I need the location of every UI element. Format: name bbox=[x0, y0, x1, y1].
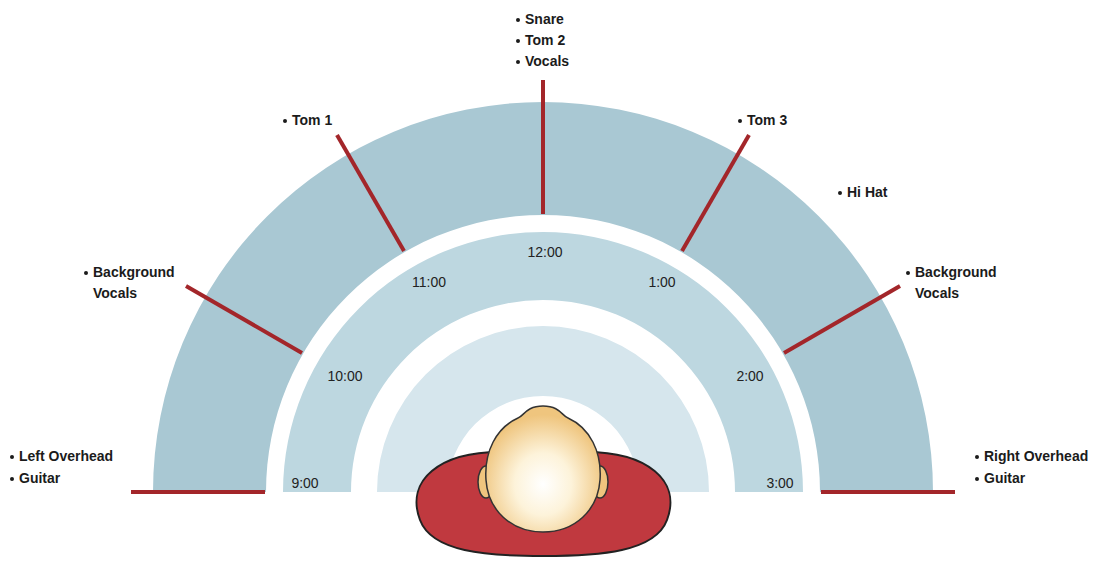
bullet bbox=[10, 477, 14, 481]
instrument-label: Left Overhead bbox=[10, 446, 113, 467]
head bbox=[486, 406, 600, 532]
pan-marker bbox=[337, 135, 404, 251]
clock-position: 9:00 bbox=[291, 473, 318, 494]
instrument-label: Tom 2 bbox=[516, 30, 565, 51]
label-text: Right Overhead bbox=[984, 446, 1088, 467]
pan-marker bbox=[821, 490, 955, 494]
pan-marker bbox=[186, 286, 302, 353]
bullet bbox=[10, 455, 14, 459]
instrument-label: Tom 3 bbox=[738, 110, 787, 131]
instrument-label: Background Vocals bbox=[84, 262, 180, 304]
instrument-label: Background Vocals bbox=[906, 262, 1002, 304]
bullet bbox=[738, 119, 742, 123]
label-text: Guitar bbox=[19, 468, 60, 489]
instrument-label: Guitar bbox=[10, 468, 60, 489]
clock-text: 11:00 bbox=[412, 272, 446, 293]
instrument-label: Tom 1 bbox=[283, 110, 332, 131]
bullet bbox=[516, 18, 520, 22]
bullet bbox=[516, 60, 520, 64]
label-text: Snare bbox=[525, 9, 564, 30]
clock-text: 2:00 bbox=[736, 366, 763, 387]
label-text: Tom 3 bbox=[747, 110, 787, 131]
label-text: Hi Hat bbox=[847, 182, 887, 203]
label-text: Vocals bbox=[525, 51, 569, 72]
label-text: Background Vocals bbox=[915, 262, 1002, 304]
bullet bbox=[838, 191, 842, 195]
bullet bbox=[283, 119, 287, 123]
clock-position: 2:00 bbox=[736, 366, 763, 387]
bullet bbox=[906, 271, 910, 275]
instrument-label: Vocals bbox=[516, 51, 569, 72]
clock-position: 12:00 bbox=[527, 242, 562, 263]
pan-marker bbox=[682, 135, 749, 251]
instrument-label: Hi Hat bbox=[838, 182, 887, 203]
label-text: Background Vocals bbox=[93, 262, 180, 304]
clock-text: 1:00 bbox=[648, 272, 675, 293]
bullet bbox=[516, 39, 520, 43]
pan-marker bbox=[131, 490, 265, 494]
bullet bbox=[975, 455, 979, 459]
pan-marker bbox=[541, 80, 545, 214]
instrument-label: Right Overhead bbox=[975, 446, 1088, 467]
bullet bbox=[84, 271, 88, 275]
clock-position: 3:00 bbox=[766, 473, 793, 494]
instrument-label: Guitar bbox=[975, 468, 1025, 489]
clock-text: 3:00 bbox=[766, 473, 793, 494]
label-text: Tom 2 bbox=[525, 30, 565, 51]
clock-position: 11:00 bbox=[412, 272, 446, 293]
label-text: Tom 1 bbox=[292, 110, 332, 131]
pan-marker bbox=[784, 286, 900, 353]
label-text: Left Overhead bbox=[19, 446, 113, 467]
clock-text: 9:00 bbox=[291, 473, 318, 494]
label-text: Guitar bbox=[984, 468, 1025, 489]
bullet bbox=[975, 477, 979, 481]
clock-position: 1:00 bbox=[648, 272, 675, 293]
clock-text: 10:00 bbox=[327, 366, 362, 387]
clock-position: 10:00 bbox=[327, 366, 362, 387]
instrument-label: Snare bbox=[516, 9, 564, 30]
clock-text: 12:00 bbox=[527, 242, 562, 263]
